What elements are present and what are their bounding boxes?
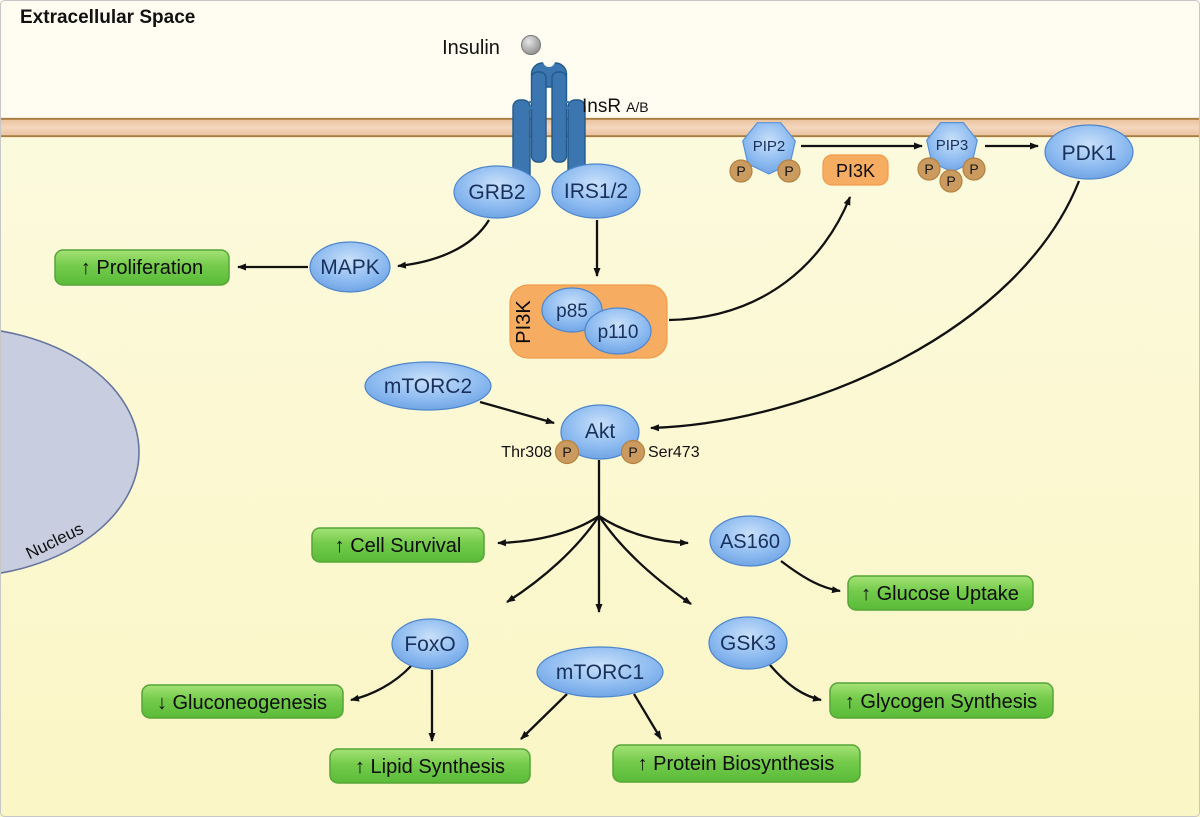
arrow-as160-to-glucose-uptake — [780, 560, 841, 594]
gluconeogenesis-label: ↓ Gluconeogenesis — [157, 692, 327, 714]
pi3k-membrane-label: PI3K — [836, 161, 875, 181]
phosphate-icon — [917, 157, 941, 181]
arrow-akt-to-foxo — [506, 515, 600, 603]
arrow-pdk1-to-akt — [650, 180, 1081, 432]
arrow-p110-to-pi3k-membrane — [668, 196, 852, 322]
gsk3-node: GSK3 — [708, 616, 788, 670]
as160-node: AS160 — [709, 515, 791, 567]
phosphate-icon — [729, 159, 753, 183]
receptor-label: InsR A/B — [582, 96, 649, 117]
arrow-akt-to-gsk3 — [598, 515, 692, 605]
receptor-binding-notch — [543, 55, 555, 67]
arrow-mtorc1-to-lipid-synthesis — [520, 693, 568, 740]
akt-node: Akt P P Thr308 Ser473 — [501, 404, 700, 465]
proliferation-label: ↑ Proliferation — [81, 257, 203, 279]
foxo-node: FoxO — [391, 618, 469, 670]
extracellular-space-title: Extracellular Space — [20, 7, 195, 28]
pip3-shape — [926, 121, 978, 173]
pip2-shape — [742, 122, 796, 175]
outcome-lipid-synthesis: ↑ Lipid Synthesis — [329, 748, 531, 784]
insulin-ligand: Insulin — [442, 35, 541, 59]
pi3k-membrane-box — [822, 154, 889, 186]
phosphate-label: P — [969, 161, 978, 177]
cell-survival-label: ↑ Cell Survival — [335, 535, 462, 557]
insulin-label: Insulin — [442, 37, 500, 59]
glycogen-synthesis-label: ↑ Glycogen Synthesis — [845, 691, 1037, 713]
mtorc1-label: mTORC1 — [556, 661, 644, 684]
insulin-molecule-icon — [521, 35, 541, 55]
receptor-disulfide-links — [529, 101, 569, 109]
mapk-node: MAPK — [309, 241, 391, 293]
arrow-foxo-to-gluconeogenesis — [350, 665, 412, 702]
phosphate-icon — [962, 157, 986, 181]
outcome-proliferation: ↑ Proliferation — [54, 249, 230, 286]
gsk3-label: GSK3 — [720, 632, 776, 655]
receptor-name: InsR — [582, 96, 621, 117]
mtorc1-node: mTORC1 — [536, 646, 664, 698]
grb2-label: GRB2 — [468, 181, 525, 204]
arrow-grb2-to-mapk — [397, 219, 490, 269]
phosphate-icon — [939, 169, 963, 193]
phosphate-icon — [554, 439, 580, 465]
outcome-cell-survival: ↑ Cell Survival — [311, 527, 485, 563]
nucleus: Nucleus — [0, 330, 140, 574]
pip2-label: PIP2 — [753, 138, 786, 155]
phosphate-label: P — [736, 163, 745, 179]
p110-label: p110 — [598, 322, 639, 343]
as160-label: AS160 — [720, 531, 780, 553]
p110-subunit — [584, 307, 652, 355]
pi3k-complex: PI3K p85 p110 — [509, 284, 668, 359]
protein-biosynthesis-label: ↑ Protein Biosynthesis — [638, 753, 835, 775]
pip3-node: PIP3 P P P — [917, 121, 986, 193]
pdk1-node: PDK1 — [1044, 124, 1134, 180]
phosphate-label: P — [628, 444, 637, 460]
irs12-label: IRS1/2 — [564, 180, 628, 203]
pdk1-label: PDK1 — [1062, 142, 1117, 165]
phosphate-label: P — [946, 173, 955, 189]
lipid-synthesis-label: ↑ Lipid Synthesis — [355, 756, 505, 778]
arrow-mtorc1-to-protein-biosynthesis — [633, 693, 662, 740]
ser473-site-label: Ser473 — [648, 444, 700, 461]
arrow-akt-to-cell-survival — [497, 515, 600, 547]
plasma-membrane — [0, 117, 1200, 138]
foxo-label: FoxO — [404, 633, 455, 656]
pip2-node: PIP2 P P — [729, 122, 801, 183]
receptor-alpha-subunit-left — [530, 71, 547, 163]
receptor-isoform: A/B — [626, 99, 649, 115]
mtorc2-label: mTORC2 — [384, 375, 472, 398]
phosphate-icon — [620, 439, 646, 465]
pi3k-membrane-node: PI3K — [822, 154, 889, 186]
insulin-receptor: InsR A/B — [512, 55, 649, 189]
p85-label: p85 — [556, 301, 588, 322]
glucose-uptake-label: ↑ Glucose Uptake — [861, 583, 1019, 605]
phosphate-label: P — [784, 163, 793, 179]
pip3-label: PIP3 — [936, 137, 969, 154]
phosphate-label: P — [924, 161, 933, 177]
pi3k-complex-label: PI3K — [513, 300, 535, 344]
outcome-protein-biosynthesis: ↑ Protein Biosynthesis — [612, 744, 861, 783]
grb2-node: GRB2 — [453, 165, 541, 219]
akt-label: Akt — [585, 420, 616, 443]
arrow-gsk3-to-glycogen-synthesis — [769, 664, 822, 702]
phosphate-label: P — [562, 444, 571, 460]
outcome-gluconeogenesis: ↓ Gluconeogenesis — [141, 684, 344, 719]
p85-subunit — [541, 287, 603, 333]
irs12-node: IRS1/2 — [551, 163, 641, 219]
mtorc2-node: mTORC2 — [364, 361, 492, 411]
mapk-label: MAPK — [320, 256, 380, 279]
pathway-arrows — [237, 142, 1081, 742]
thr308-site-label: Thr308 — [501, 444, 552, 461]
receptor-alpha-subunit-right — [551, 71, 568, 163]
phosphate-icon — [777, 159, 801, 183]
arrow-akt-to-as160 — [598, 515, 689, 547]
extracellular-space-region — [0, 0, 1200, 118]
arrow-mtorc2-to-akt — [479, 400, 555, 425]
outcome-glycogen-synthesis: ↑ Glycogen Synthesis — [829, 682, 1054, 719]
outcome-glucose-uptake: ↑ Glucose Uptake — [847, 575, 1034, 611]
